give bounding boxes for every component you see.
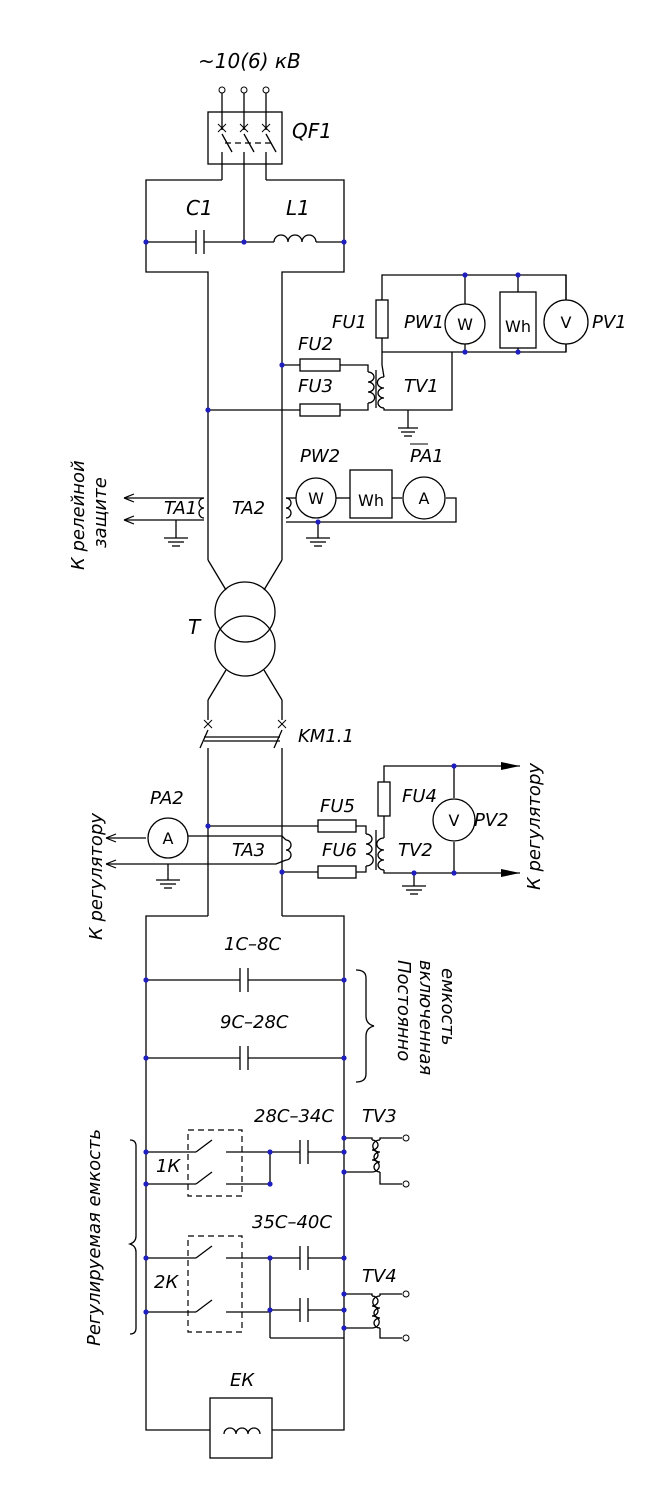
constant-capacitance-label-line3: емкость <box>437 968 458 1046</box>
tv3-label: TV3 <box>362 1106 397 1127</box>
c-1-8-label: 1С–8С <box>224 934 281 955</box>
wh2-meter-symbol: Wh <box>358 491 384 510</box>
ta3-label: TA3 <box>232 840 265 861</box>
pw2-label: PW2 <box>300 446 340 467</box>
contactor-km11 <box>199 719 287 916</box>
c1-l1-block <box>145 179 345 560</box>
pv1-voltmeter <box>543 299 589 345</box>
vt1-metering-branch <box>208 274 567 437</box>
supply-terminals <box>218 86 270 130</box>
tv4-label: TV4 <box>362 1266 397 1287</box>
fu2-label: FU2 <box>298 334 333 355</box>
heater-ek <box>209 1397 273 1459</box>
regulated-group-2k <box>127 1192 410 1342</box>
c-9-28-label: 9С–28С <box>220 1012 289 1033</box>
pw1-label: PW1 <box>404 312 444 333</box>
pa1-meter-symbol: A <box>419 489 430 508</box>
fixed-capacitors <box>146 968 375 1083</box>
constant-capacitance-label-line2: включенная <box>415 960 436 1075</box>
ta1-ta2-branch <box>123 469 457 547</box>
pa2-label: PA2 <box>150 788 184 809</box>
fu6-label: FU6 <box>322 840 357 861</box>
ta1-label: TA1 <box>164 498 197 519</box>
junction-dots <box>143 239 521 1331</box>
c-35-40-label: 35С–40С <box>252 1212 332 1233</box>
breaker-qf1 <box>207 111 283 242</box>
regulated-capacitance-label: Регулируемая емкость <box>84 1129 105 1346</box>
k2-label: 2К <box>154 1272 179 1293</box>
pw1-meter-symbol: W <box>457 315 473 334</box>
fu5-label: FU5 <box>320 796 355 817</box>
c-28-34-label: 28С–34С <box>254 1106 334 1127</box>
wh1-meter-symbol: Wh <box>505 317 531 336</box>
ek-label: ЕК <box>230 1370 255 1391</box>
secondary-metering-branch <box>105 762 520 895</box>
qf1-label: QF1 <box>292 119 332 143</box>
pw1-wattmeter <box>444 303 486 345</box>
tv1-label: TV1 <box>404 376 439 397</box>
c1-label: C1 <box>186 196 213 220</box>
constant-capacitance-label-line1: Постоянно <box>393 960 414 1061</box>
regulator-label-left: К регулятору <box>86 813 107 940</box>
supply-voltage-label: ~10(6) кВ <box>198 49 301 73</box>
l1-label: L1 <box>286 196 310 220</box>
regulator-label-right: К регулятору <box>524 763 545 890</box>
power-transformer-t <box>207 559 283 720</box>
ta2-label: TA2 <box>232 498 265 519</box>
relay-protection-label-line2: защите <box>90 477 111 548</box>
relay-protection-label-line1: К релейной <box>68 460 89 570</box>
pa1-label: PA1 <box>410 446 444 467</box>
pw2-wattmeter <box>295 477 337 519</box>
regulated-group-1k <box>129 1129 410 1197</box>
pv2-voltmeter <box>432 798 476 842</box>
tv2-label: TV2 <box>398 840 433 861</box>
pv2-meter-symbol: V <box>449 811 460 830</box>
pa1-ammeter <box>402 476 446 520</box>
pv1-label: PV1 <box>592 312 627 333</box>
fu3-label: FU3 <box>298 376 333 397</box>
pv1-meter-symbol: V <box>561 313 572 332</box>
k1-label: 1К <box>156 1156 181 1177</box>
pw2-meter-symbol: W <box>308 489 324 508</box>
transformer-t-label: T <box>188 615 202 639</box>
pa2-ammeter <box>147 817 189 859</box>
fu4-label: FU4 <box>402 786 437 807</box>
fu1-label: FU1 <box>332 312 367 333</box>
pv2-label: PV2 <box>474 810 509 831</box>
pa2-meter-symbol: A <box>163 829 174 848</box>
km11-label: KM1.1 <box>298 726 354 747</box>
